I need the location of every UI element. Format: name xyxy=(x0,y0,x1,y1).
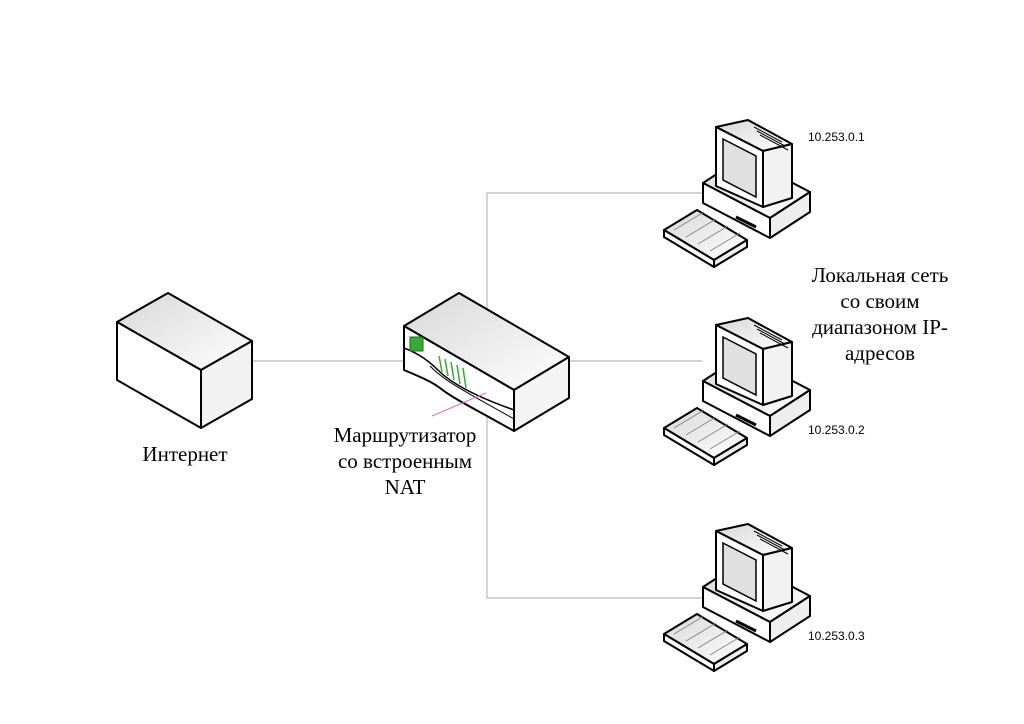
host-1-ip: 10.253.0.1 xyxy=(808,130,865,144)
router-label: Маршрутизатор со встроенным NAT xyxy=(333,423,477,499)
internet-label: Интернет xyxy=(142,442,228,466)
computer-1-icon xyxy=(663,119,811,268)
internet-box-icon xyxy=(116,292,253,429)
computer-2-icon xyxy=(663,317,811,466)
router-led-icon xyxy=(409,336,424,352)
host-3-ip: 10.253.0.3 xyxy=(808,629,865,643)
host-2-ip: 10.253.0.2 xyxy=(808,423,865,437)
lan-label: Локальная сеть со своим диапазоном IP- а… xyxy=(811,263,949,365)
connections xyxy=(186,192,702,599)
router-icon xyxy=(403,292,570,432)
computer-3-icon xyxy=(663,523,811,672)
